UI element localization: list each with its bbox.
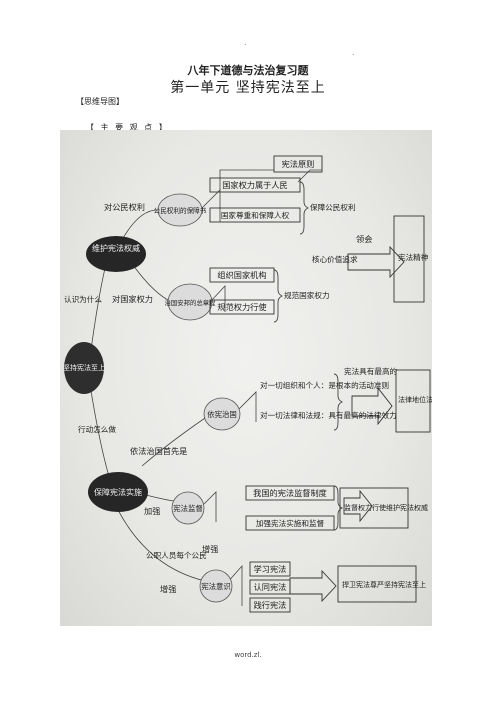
box-spirit xyxy=(393,215,425,303)
label-action-how: 行动怎么做 xyxy=(78,424,116,434)
label-guarantee: 保障宪法实施 xyxy=(94,487,142,497)
arrow-defend xyxy=(289,569,337,603)
page-footer: word.zl. xyxy=(234,651,262,659)
brace-supervision xyxy=(333,485,344,531)
text-status: 法律地位法律权威法律效力 xyxy=(398,395,432,404)
unit-title: 第一单元 坚持宪法至上 xyxy=(170,80,326,96)
text-supervise-result: 监督权力行使维护宪法权威 xyxy=(344,503,428,512)
box-respect-rights xyxy=(209,207,301,223)
line-charter-up xyxy=(219,169,274,190)
brace-rights xyxy=(299,181,310,235)
label-enhance1: 增强 xyxy=(202,544,218,554)
text-supervision-system: 我国的宪法监督制度 xyxy=(253,488,327,498)
box-identify xyxy=(249,579,291,595)
box-learn xyxy=(249,561,291,577)
box-regulate xyxy=(209,299,275,315)
text-organize: 组织国家机构 xyxy=(217,270,266,280)
text-learn: 学习宪法 xyxy=(254,564,287,574)
line-supervision-branch xyxy=(199,491,217,522)
text-defend: 捍卫宪法尊严坚持宪法至上 xyxy=(342,580,426,589)
text-practice: 践行宪法 xyxy=(254,600,287,610)
arrow-status xyxy=(351,386,393,426)
label-awareness: 宪法意识 xyxy=(201,582,231,591)
label-central: 坚持宪法至上 xyxy=(63,363,105,372)
label-enhance2: 增强 xyxy=(160,584,176,594)
box-practice xyxy=(249,597,291,613)
text-regulate: 规范权力行使 xyxy=(217,302,266,312)
text-converge: 领会 xyxy=(356,234,372,244)
label-supervision: 宪法监督 xyxy=(173,504,203,513)
box-principles xyxy=(273,155,323,173)
text-all-orgs: 对一切组织和个人：是根本的活动准则 xyxy=(260,380,389,390)
text-strengthen-impl: 加强宪法实施和监督 xyxy=(256,518,325,528)
text-regulate-state-power: 规范国家权力 xyxy=(284,290,330,300)
box-defend xyxy=(337,565,417,603)
box-power-belongs xyxy=(209,177,301,193)
ellipse-governance xyxy=(167,283,213,321)
text-respect-rights: 国家尊重和保障人权 xyxy=(221,210,290,220)
ellipse-central xyxy=(64,342,104,394)
box-supervise-result xyxy=(339,487,409,529)
line-to-principles xyxy=(297,169,322,183)
text-identify: 认同宪法 xyxy=(254,582,287,592)
top-dot: . xyxy=(244,38,247,47)
text-spirit: 宪法精神 xyxy=(398,252,429,262)
line-awareness-branch xyxy=(225,564,243,606)
text-core-value: 核心价值追求 xyxy=(312,254,358,264)
box-status xyxy=(395,369,431,433)
curve-guarantee-awareness xyxy=(117,509,211,583)
text-principles: 宪法原则 xyxy=(282,159,315,169)
line-rule-branch xyxy=(235,391,257,422)
box-supervision-system xyxy=(245,485,335,501)
box-strengthen-impl xyxy=(245,515,335,531)
arrow-supervise xyxy=(343,489,373,523)
knowledge-label: 【 主 要 观 点 】 xyxy=(86,123,169,132)
text-power-belongs: 国家权力属于人民 xyxy=(222,180,288,190)
label-state-power-for: 对国家权力 xyxy=(112,294,153,304)
ellipse-protect xyxy=(86,236,146,272)
brace-rule xyxy=(333,373,344,431)
label-strengthen: 加强 xyxy=(144,506,160,516)
text-highest: 宪法具有最高的 xyxy=(344,366,398,376)
curve-guarantee-rule xyxy=(141,415,209,467)
label-officials-citizens: 公职人员每个公民 xyxy=(146,550,207,560)
ellipse-rule xyxy=(203,397,241,431)
label-governance: 治国安邦的总章程 xyxy=(164,298,216,307)
mindmap-label: 【思维导图】 xyxy=(76,97,124,106)
line-governance-branch xyxy=(209,284,226,312)
ellipse-guarantee xyxy=(88,472,148,512)
mindmap-photo: 维护宪法权威 坚持宪法至上 保障宪法实施 对公民权利 公民权利的保障书 对国家权… xyxy=(60,130,432,626)
brace-power xyxy=(273,269,284,323)
text-all-laws: 对一切法律和法规：具有最高的法律效力 xyxy=(260,410,397,420)
text-guarantee-rights: 保障公民权利 xyxy=(310,202,356,212)
ellipse-awareness xyxy=(199,569,233,603)
label-rule-by-constitution: 依宪治国 xyxy=(207,410,237,419)
ellipse-charter xyxy=(157,193,203,227)
ellipse-supervision xyxy=(171,491,205,525)
right-dot: . xyxy=(352,48,355,57)
label-rule-first: 依法治国首先是 xyxy=(130,446,187,456)
label-citizen-rights-for: 对公民权利 xyxy=(104,202,145,212)
label-charter: 公民权利的保障书 xyxy=(154,206,207,215)
page-title: 八年下道德与法治复习题 xyxy=(187,64,309,77)
curve-protect-charter xyxy=(121,209,161,241)
mindmap-svg: 维护宪法权威 坚持宪法至上 保障宪法实施 对公民权利 公民权利的保障书 对国家权… xyxy=(63,155,432,613)
label-protect: 维护宪法权威 xyxy=(92,243,140,253)
box-organize xyxy=(209,267,275,283)
arrow-spirit xyxy=(347,245,405,279)
label-know-why: 认识为什么 xyxy=(64,294,102,304)
